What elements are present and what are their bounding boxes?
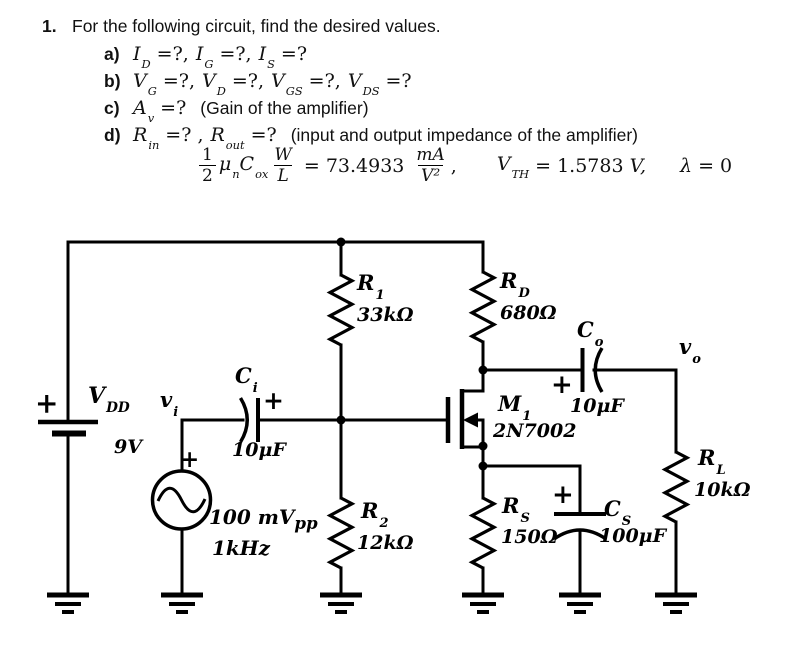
ac-source-plus-sign: +	[180, 446, 200, 473]
lambda-value: = 0	[698, 154, 733, 177]
item-a-label: a)	[104, 44, 120, 64]
capacitor-co	[580, 347, 604, 393]
resistor-r1	[326, 273, 356, 347]
label-rl-value: 10kΩ	[694, 479, 751, 501]
cs-plus-sign: +	[552, 480, 574, 510]
problem-number: 1.	[42, 16, 57, 36]
label-vdd-value: 9V	[114, 436, 142, 458]
label-rd: RD	[500, 268, 530, 302]
junction-dot	[478, 441, 488, 451]
ground-symbol	[47, 592, 89, 614]
item-b: b) VG=?,VD=?,VGS=?,VDS=?	[42, 70, 782, 98]
ac-source	[150, 469, 213, 531]
item-d-note: (input and output impedance of the ampli…	[290, 125, 638, 145]
item-d: d) Rin=? ,Rout=?(input and output impeda…	[42, 124, 782, 152]
label-rs-value: 150Ω	[501, 526, 558, 548]
item-a-math: ID=?,IG=?,IS=?	[133, 43, 308, 71]
label-source-amplitude: 100 mVpp	[209, 505, 318, 533]
co-curved-plate	[593, 347, 604, 393]
mosfet-m1	[445, 389, 478, 449]
ci-plus-sign: +	[263, 386, 284, 415]
problem-statement: 1. For the following circuit, find the d…	[42, 16, 782, 152]
junction-dot	[336, 237, 346, 247]
mu-n: μn	[218, 153, 240, 182]
wires	[66, 240, 678, 597]
item-b-label: b)	[104, 71, 121, 91]
vth-unit: V,	[629, 154, 647, 177]
ground-symbol	[462, 592, 504, 614]
label-vo: vo	[679, 334, 701, 368]
cs-curved-plate	[553, 528, 607, 541]
ci-curved-plate	[238, 397, 249, 443]
label-r1: R1	[357, 270, 385, 304]
ground-symbol	[320, 592, 362, 614]
junction-dot	[336, 415, 346, 425]
c-ox: Cox	[239, 153, 269, 182]
resistor-rl	[661, 450, 691, 524]
comma: ,	[450, 154, 457, 177]
resistor-rd	[468, 270, 498, 344]
fraction-w-over-l: W L	[274, 145, 292, 186]
label-rd-value: 680Ω	[500, 302, 557, 324]
equals-value: = 73.4933	[303, 154, 405, 177]
ground-symbol	[655, 592, 697, 614]
item-d-math: Rin=? ,Rout=?(input and output impedance…	[133, 124, 638, 152]
mosfet-body-arrow	[463, 412, 478, 428]
junction-dot	[478, 461, 488, 471]
label-ci: Ci	[235, 363, 258, 397]
device-parameters-formula: 1 2 μn Cox W L = 73.4933 mA V² , VTH = 1…	[196, 146, 738, 185]
item-b-math: VG=?,VD=?,VGS=?,VDS=?	[133, 70, 412, 98]
battery-vdd	[38, 419, 98, 437]
label-rl: RL	[698, 445, 726, 479]
label-m1: M1	[498, 391, 532, 425]
co-plus-sign: +	[551, 370, 573, 400]
item-c-note: (Gain of the amplifier)	[200, 98, 369, 118]
label-m1-part-number: 2N7002	[493, 420, 577, 442]
label-vi: vi	[160, 387, 179, 421]
resistor-r2	[326, 496, 356, 570]
battery-plus-sign: +	[35, 387, 59, 420]
junction-dot	[478, 365, 488, 375]
capacitor-ci	[238, 397, 260, 443]
item-c: c) Av=?(Gain of the amplifier)	[42, 97, 782, 125]
label-ci-value: 10μF	[232, 439, 286, 461]
sine-wave-icon	[156, 486, 207, 514]
item-c-math: Av=?(Gain of the amplifier)	[133, 97, 369, 125]
item-c-label: c)	[104, 98, 120, 118]
label-rs: RS	[502, 493, 530, 527]
problem-intro: For the following circuit, find the desi…	[72, 16, 441, 36]
item-a: a) ID=?,IG=?,IS=?	[42, 43, 782, 71]
label-r2: R2	[361, 498, 389, 532]
label-vdd: VDD	[88, 383, 130, 417]
item-d-label: d)	[104, 125, 121, 145]
label-co-value: 10μF	[570, 395, 624, 417]
ground-symbol	[559, 592, 601, 614]
wire-drain	[460, 368, 485, 393]
resistor-rs	[468, 496, 498, 570]
capacitor-cs	[553, 512, 607, 541]
vth-value: = 1.5783	[535, 154, 624, 177]
label-source-frequency: 1kHz	[212, 536, 271, 560]
junction-dots	[336, 237, 488, 471]
label-co: Co	[577, 317, 604, 351]
label-r1-value: 33kΩ	[357, 304, 414, 326]
problem-title: 1. For the following circuit, find the d…	[42, 16, 782, 43]
lambda: λ	[680, 154, 693, 177]
ground-symbols	[47, 592, 697, 614]
label-r2-value: 12kΩ	[357, 532, 414, 554]
fraction-one-half: 1 2	[199, 146, 216, 185]
ground-symbol	[161, 592, 203, 614]
label-cs: CS	[604, 496, 632, 530]
v-th: VTH	[496, 153, 530, 182]
label-cs-value: 100μF	[599, 525, 667, 547]
fraction-ma-over-v2: mA V²	[416, 145, 445, 186]
